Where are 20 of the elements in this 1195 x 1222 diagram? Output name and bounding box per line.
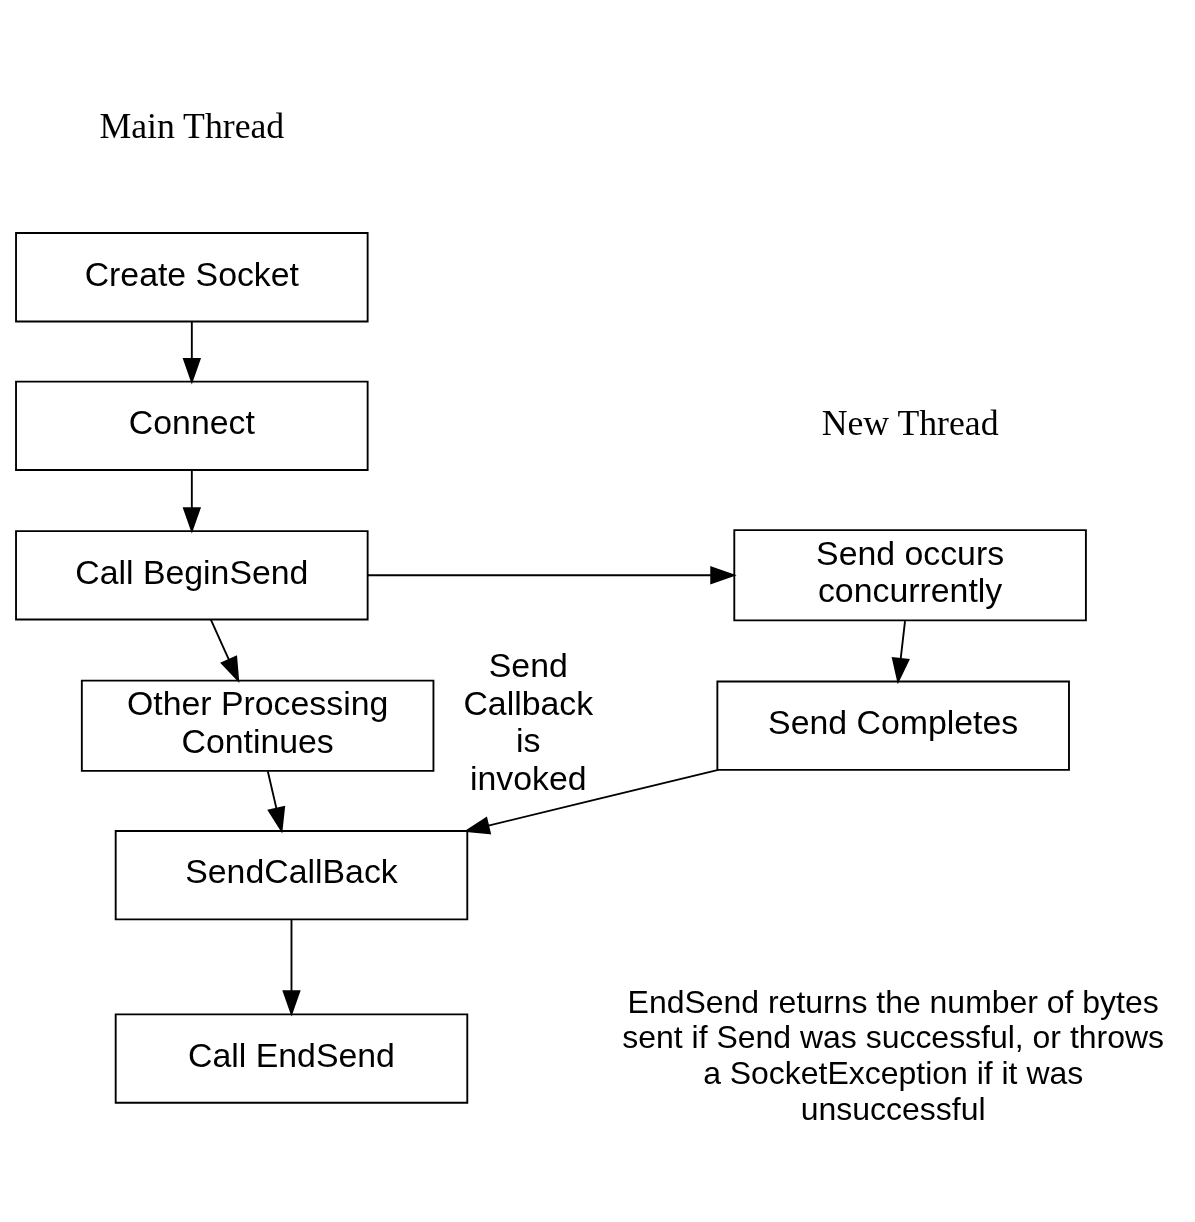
arrow <box>282 918 301 1017</box>
arrow <box>182 320 202 385</box>
node-box: Call EndSend <box>114 1013 469 1104</box>
arrow <box>182 469 202 534</box>
node-box: Other Processing Continues <box>80 679 435 772</box>
arrow <box>891 620 910 685</box>
node-box: Send Completes <box>716 680 1070 771</box>
arrow <box>266 770 286 834</box>
arrow <box>366 566 737 585</box>
node-box: Connect <box>15 380 369 471</box>
label: EndSend returns the number of bytes sent if Send was successful, or throws a SocketException if it was unsuccessful <box>622 983 1165 1127</box>
edge-label: Send Callback is invoked <box>463 646 594 797</box>
node-box: Call BeginSend <box>15 530 369 621</box>
label: Main Thread <box>99 105 285 146</box>
node-box: Send occurs concurrently <box>733 529 1087 622</box>
label: New Thread <box>821 402 999 443</box>
arrow <box>209 618 240 684</box>
node-box: Create Socket <box>15 232 369 323</box>
node-box: SendCallBack <box>114 830 469 921</box>
arrow <box>463 768 720 835</box>
